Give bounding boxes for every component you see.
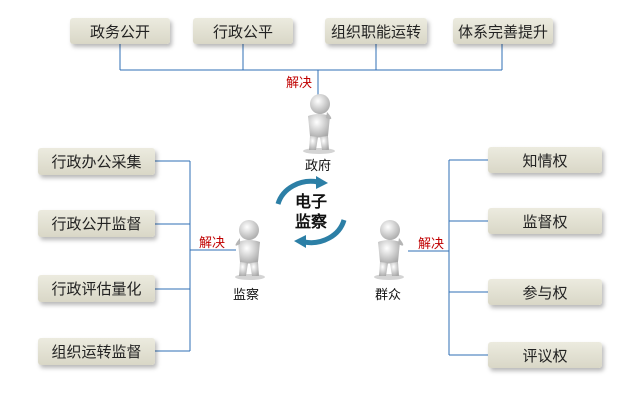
top-box-4: 体系完善提升 bbox=[453, 18, 553, 44]
solve-label-left: 解决 bbox=[199, 236, 226, 251]
top-box-3: 组织职能运转 bbox=[325, 18, 427, 44]
solve-label-top: 解决 bbox=[286, 76, 313, 91]
right-box-4: 评议权 bbox=[488, 342, 602, 368]
solve-label-right: 解决 bbox=[418, 237, 445, 252]
supervision-figure-icon bbox=[235, 220, 265, 280]
government-figure-icon bbox=[303, 94, 335, 154]
center-title-line1: 电子 bbox=[294, 192, 327, 211]
left-box-1: 行政办公采集 bbox=[38, 148, 155, 175]
public-figure-icon bbox=[374, 220, 404, 280]
center-title-line2: 监察 bbox=[294, 212, 327, 231]
top-box-1: 政务公开 bbox=[70, 18, 170, 44]
left-box-4: 组织运转监督 bbox=[38, 338, 155, 365]
public-label: 群众 bbox=[375, 288, 402, 303]
cycle-arrows-icon bbox=[275, 176, 347, 248]
right-box-1: 知情权 bbox=[488, 147, 602, 173]
right-box-2: 监督权 bbox=[488, 208, 602, 234]
government-label: 政府 bbox=[305, 159, 332, 174]
center-cycle: 电子 监察 bbox=[268, 176, 354, 248]
left-box-2: 行政公开监督 bbox=[38, 210, 155, 237]
left-box-3: 行政评估量化 bbox=[38, 275, 155, 302]
supervision-label: 监察 bbox=[233, 288, 260, 303]
right-box-3: 参与权 bbox=[488, 279, 602, 305]
top-box-2: 行政公平 bbox=[193, 18, 293, 44]
